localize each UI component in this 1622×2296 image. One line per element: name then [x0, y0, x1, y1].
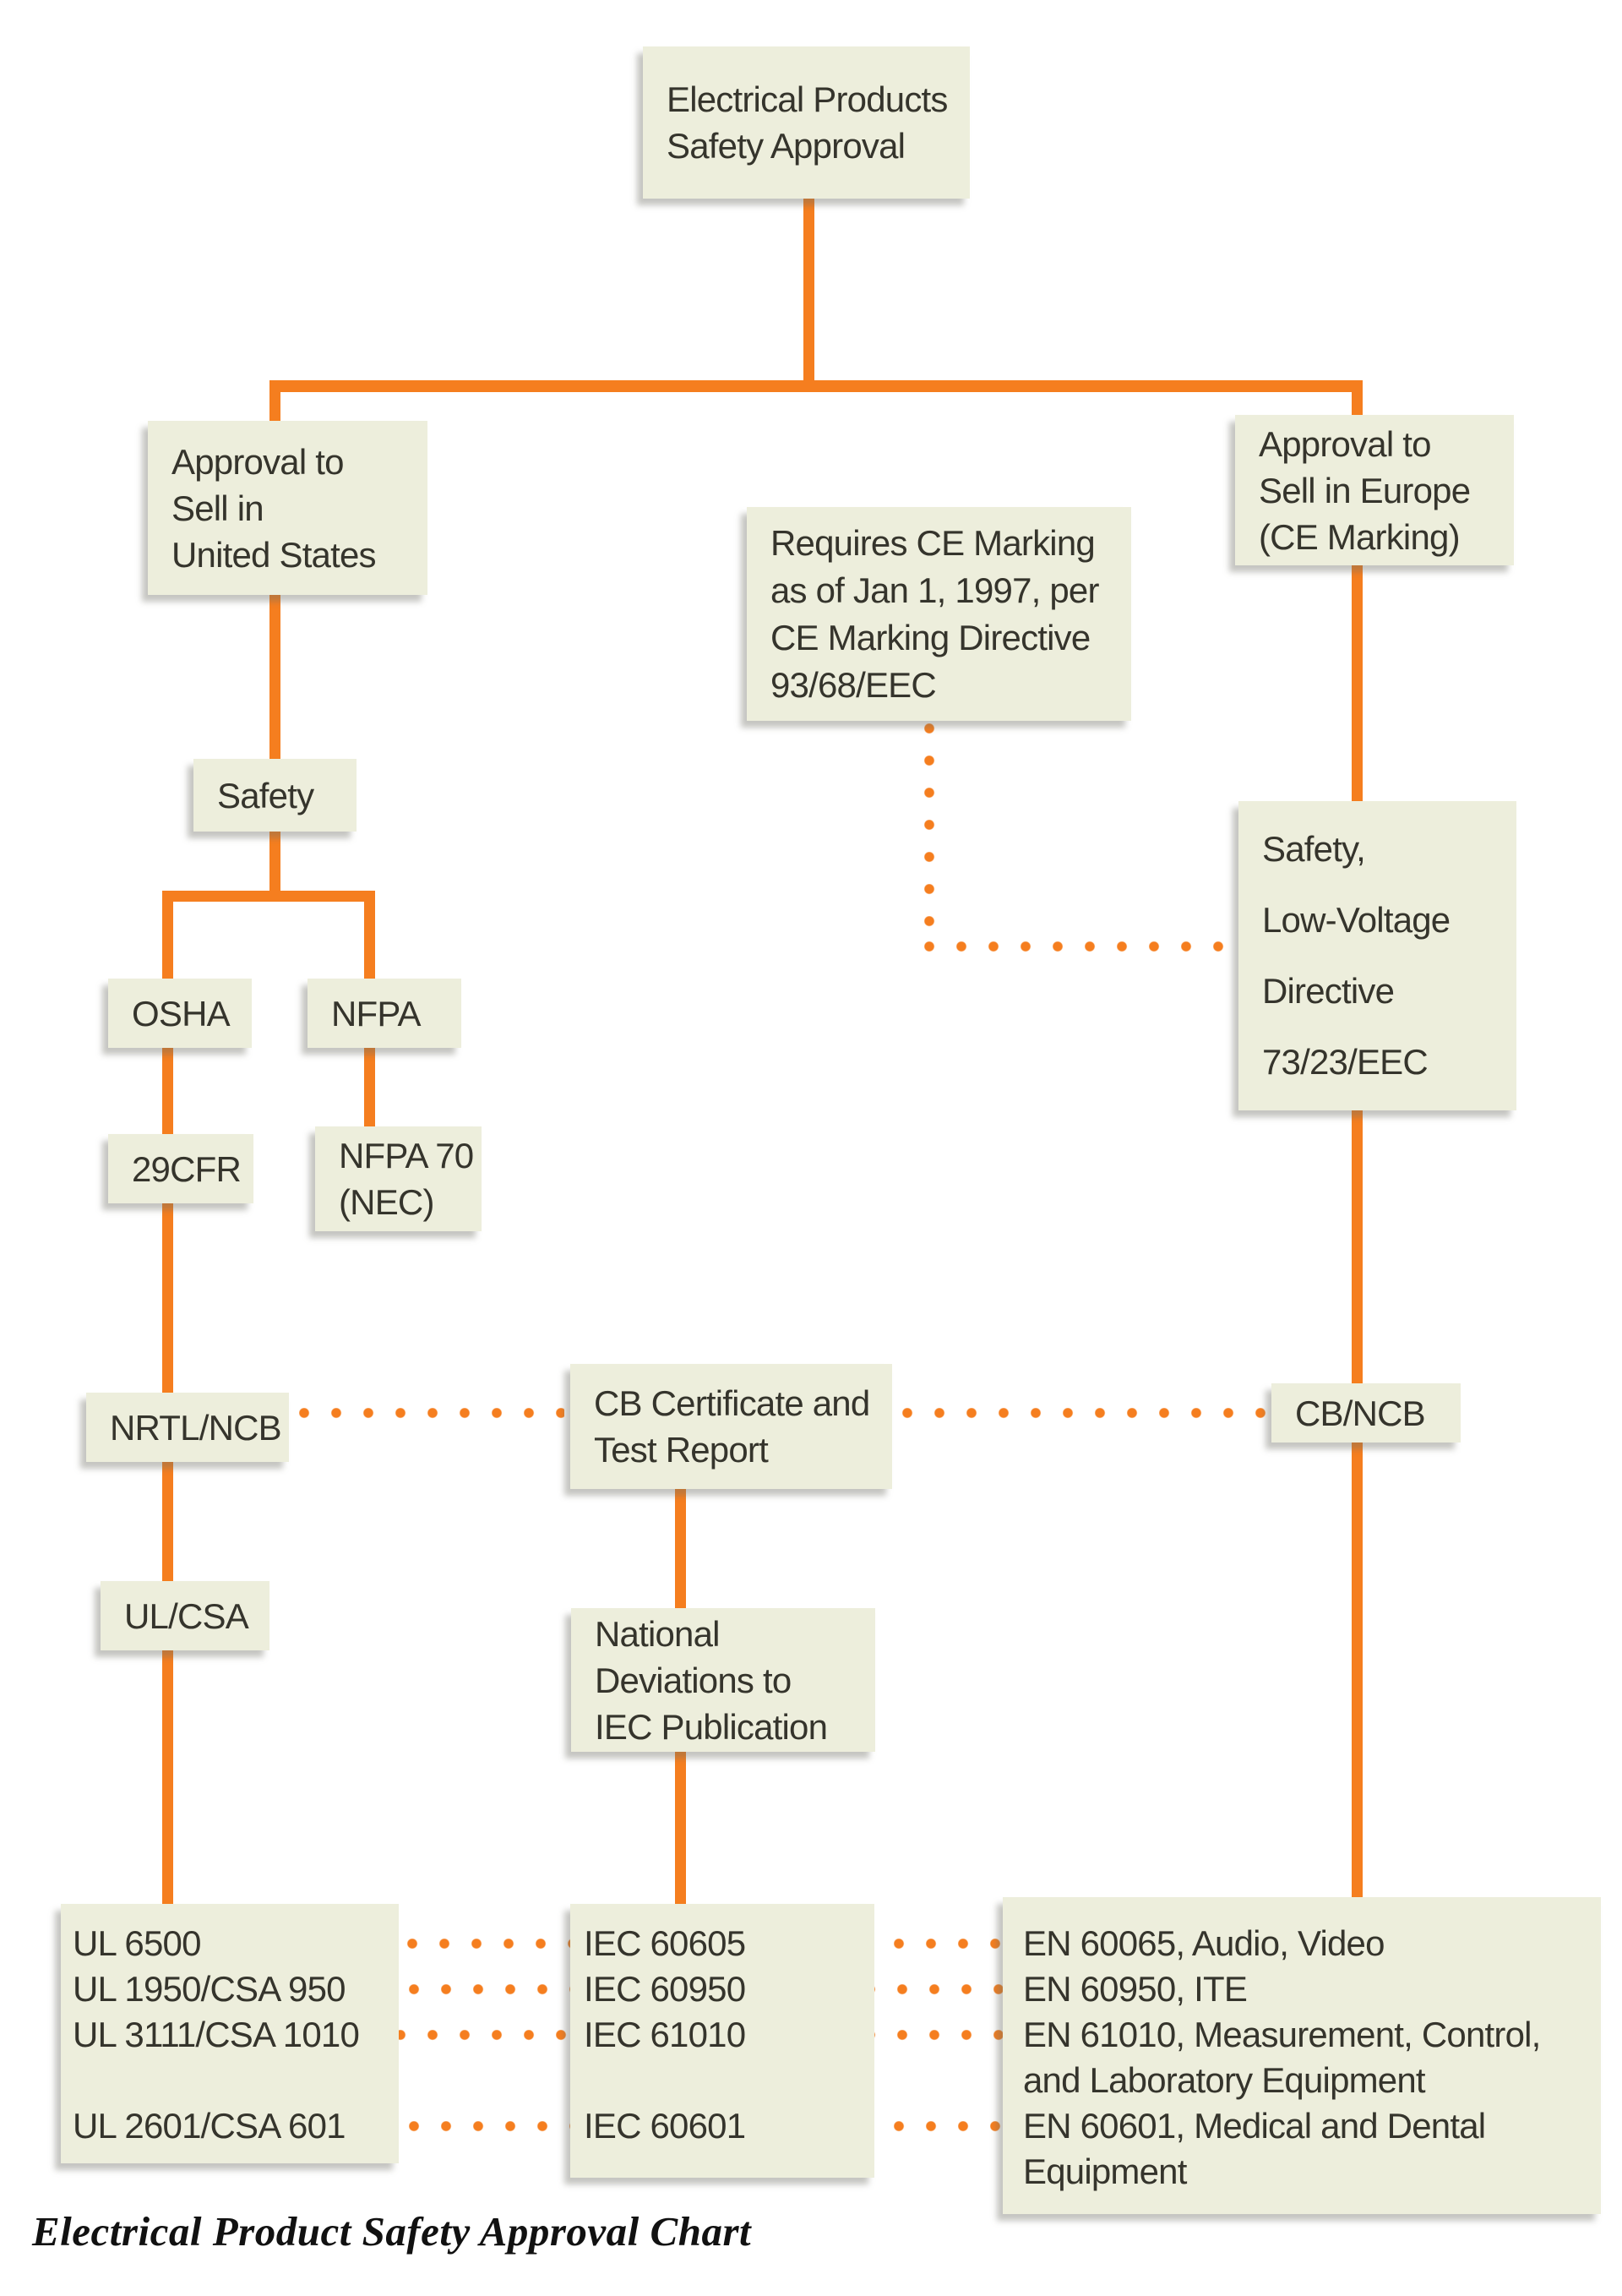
node-text-line	[73, 2058, 399, 2103]
connector-cfr-nrtl	[162, 1203, 173, 1393]
node-text-line: CB Certificate and	[594, 1383, 870, 1423]
node-text-line: OSHA	[132, 993, 231, 1033]
node-text-line: Requires CE Marking	[770, 522, 1096, 563]
connector-lvd-cbncb	[1352, 1110, 1363, 1383]
node-text-line: IEC Publication	[595, 1706, 828, 1747]
node-text-line: EN 61010, Measurement, Control,	[1023, 2015, 1541, 2054]
node-ul-standards-list: UL 6500 UL 1950/CSA 950 UL 3111/CSA 1010 U…	[61, 1904, 399, 2163]
connector-nrtl-ulcsa	[162, 1462, 173, 1581]
node-text-line: Low-Voltage	[1262, 900, 1451, 940]
dotted-cbcert-cbncb	[902, 1408, 1269, 1419]
node-text-line: UL 1950/CSA 950	[73, 1969, 346, 2009]
node-text-line: NFPA	[331, 993, 422, 1033]
node-text-line: (CE Marking)	[1259, 516, 1461, 557]
node-text-line: 73/23/EEC	[1262, 1042, 1429, 1082]
connector-safety-split	[269, 832, 280, 891]
node-text-line: Safety Approval	[667, 126, 906, 166]
connector-split-bar	[162, 891, 375, 902]
node-ul-csa: UL/CSA	[101, 1581, 269, 1650]
node-text-line: (NEC)	[339, 1182, 434, 1222]
node-requires-ce-marking: Requires CE Marking as of Jan 1, 1997, pe…	[747, 507, 1131, 721]
connector-natdev-ieclist	[675, 1752, 686, 1904]
dotted-requires-lvd	[924, 941, 1238, 952]
node-text-line: United States	[171, 534, 377, 575]
dotted-requires-down	[924, 723, 935, 948]
node-text-line: 93/68/EEC	[770, 664, 937, 705]
node-text-line: Sell in Europe	[1259, 470, 1471, 510]
node-text-line: Deviations to	[595, 1660, 792, 1700]
connector-europe-lvd	[1352, 565, 1363, 801]
node-nfpa: NFPA	[308, 979, 461, 1048]
node-text-line: Safety,	[1262, 829, 1366, 869]
node-approval-sell-united-states: Approval to Sell in United States	[148, 421, 427, 595]
node-text-line: CE Marking Directive	[770, 617, 1091, 657]
node-approval-sell-europe: Approval to Sell in Europe (CE Marking)	[1235, 415, 1514, 565]
node-text-line: Directive	[1262, 971, 1395, 1011]
node-text-line: CB/NCB	[1295, 1393, 1426, 1433]
connector-top-bar	[269, 380, 1363, 392]
connector-europe-drop	[1352, 380, 1363, 415]
connector-osha-cfr	[162, 1048, 173, 1134]
node-text-line: as of Jan 1, 1997, per	[770, 570, 1099, 610]
dotted-ul1950-iec60950	[377, 1984, 576, 1995]
node-text-line: Approval to	[171, 441, 344, 482]
node-nrtl-ncb: NRTL/NCB	[86, 1393, 289, 1462]
node-text-line: UL 6500	[73, 1923, 201, 1963]
connector-us-safety	[269, 595, 280, 759]
dotted-nrtl-cbcert	[299, 1408, 564, 1419]
node-text-line: Electrical Products	[667, 79, 948, 119]
node-text-line: Equipment	[1023, 2151, 1187, 2191]
connector-cbcert-natdev	[675, 1489, 686, 1608]
connector-root-down	[803, 198, 814, 380]
connector-split-nfpa	[364, 891, 375, 979]
node-text-line: Test Report	[594, 1430, 769, 1470]
node-text-line: 29CFR	[132, 1148, 242, 1189]
dotted-ul2601-iec60601	[377, 2121, 576, 2132]
node-nfpa-70-nec: NFPA 70 (NEC)	[315, 1126, 482, 1231]
node-text-line: NFPA 70	[339, 1136, 474, 1175]
node-text-line: IEC 61010	[584, 2015, 746, 2054]
connector-cbncb-enlist	[1352, 1442, 1363, 1897]
node-text-line: NRTL/NCB	[110, 1407, 282, 1448]
node-text-line: EN 60601, Medical and Dental	[1023, 2106, 1486, 2146]
connector-nfpa-nec	[364, 1048, 375, 1126]
connector-us-drop	[269, 380, 280, 421]
node-text-line: IEC 60950	[584, 1969, 746, 2009]
connector-ulcsa-ullist	[162, 1650, 173, 1904]
node-text-line: Approval to	[1259, 423, 1431, 464]
node-text-line: IEC 60605	[584, 1923, 746, 1963]
node-text-line: UL/CSA	[124, 1595, 249, 1636]
node-text-line: EN 60950, ITE	[1023, 1969, 1248, 2009]
node-en-standards-list: EN 60065, Audio, Video EN 60950, ITE EN 61…	[1003, 1897, 1601, 2214]
node-text-line: EN 60065, Audio, Video	[1023, 1923, 1385, 1963]
node-safety: Safety	[193, 759, 357, 832]
dotted-ul3111-iec61010	[395, 2030, 576, 2041]
chart-caption: Electrical Product Safety Approval Chart	[32, 2208, 752, 2255]
node-text-line: Sell in	[171, 488, 264, 528]
node-cb-ncb: CB/NCB	[1271, 1383, 1461, 1442]
node-text-line: IEC 60601	[584, 2106, 746, 2146]
node-29cfr: 29CFR	[108, 1134, 253, 1203]
node-text-line: National	[595, 1613, 721, 1654]
node-osha: OSHA	[108, 979, 252, 1048]
node-text-line	[584, 2058, 874, 2103]
connector-split-osha	[162, 891, 173, 979]
node-text-line: and Laboratory Equipment	[1023, 2060, 1426, 2100]
node-text-line: Safety	[217, 775, 314, 815]
node-text-line: UL 2601/CSA 601	[73, 2106, 346, 2146]
node-text-line: UL 3111/CSA 1010	[73, 2015, 360, 2054]
